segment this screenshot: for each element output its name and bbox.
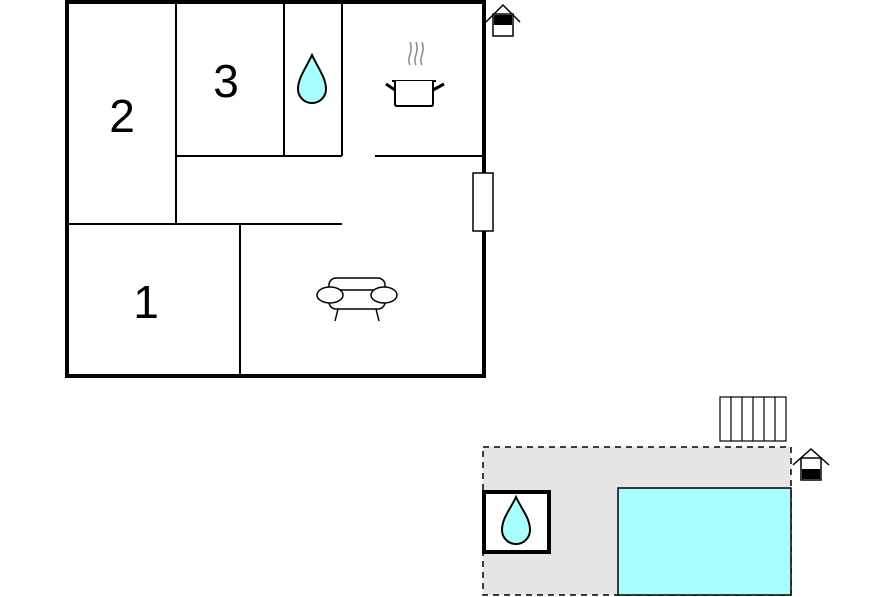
outdoor-area <box>482 396 830 596</box>
cooking-pot-icon <box>385 41 445 107</box>
room-3-label: 3 <box>213 55 239 107</box>
house: 2 3 1 <box>65 0 521 378</box>
house-entrance-icon <box>792 447 830 481</box>
room-2-label: 2 <box>109 90 135 142</box>
interior-walls <box>67 2 484 376</box>
room-1-label: 1 <box>133 276 159 328</box>
house-outer-wall <box>65 0 486 378</box>
steps-icon <box>719 396 787 442</box>
water-drop-icon <box>500 494 532 545</box>
swimming-pool <box>617 487 792 596</box>
window-icon <box>472 172 494 232</box>
house-entrance-icon <box>485 3 521 37</box>
water-drop-icon <box>296 52 328 104</box>
sofa-icon <box>316 277 398 322</box>
